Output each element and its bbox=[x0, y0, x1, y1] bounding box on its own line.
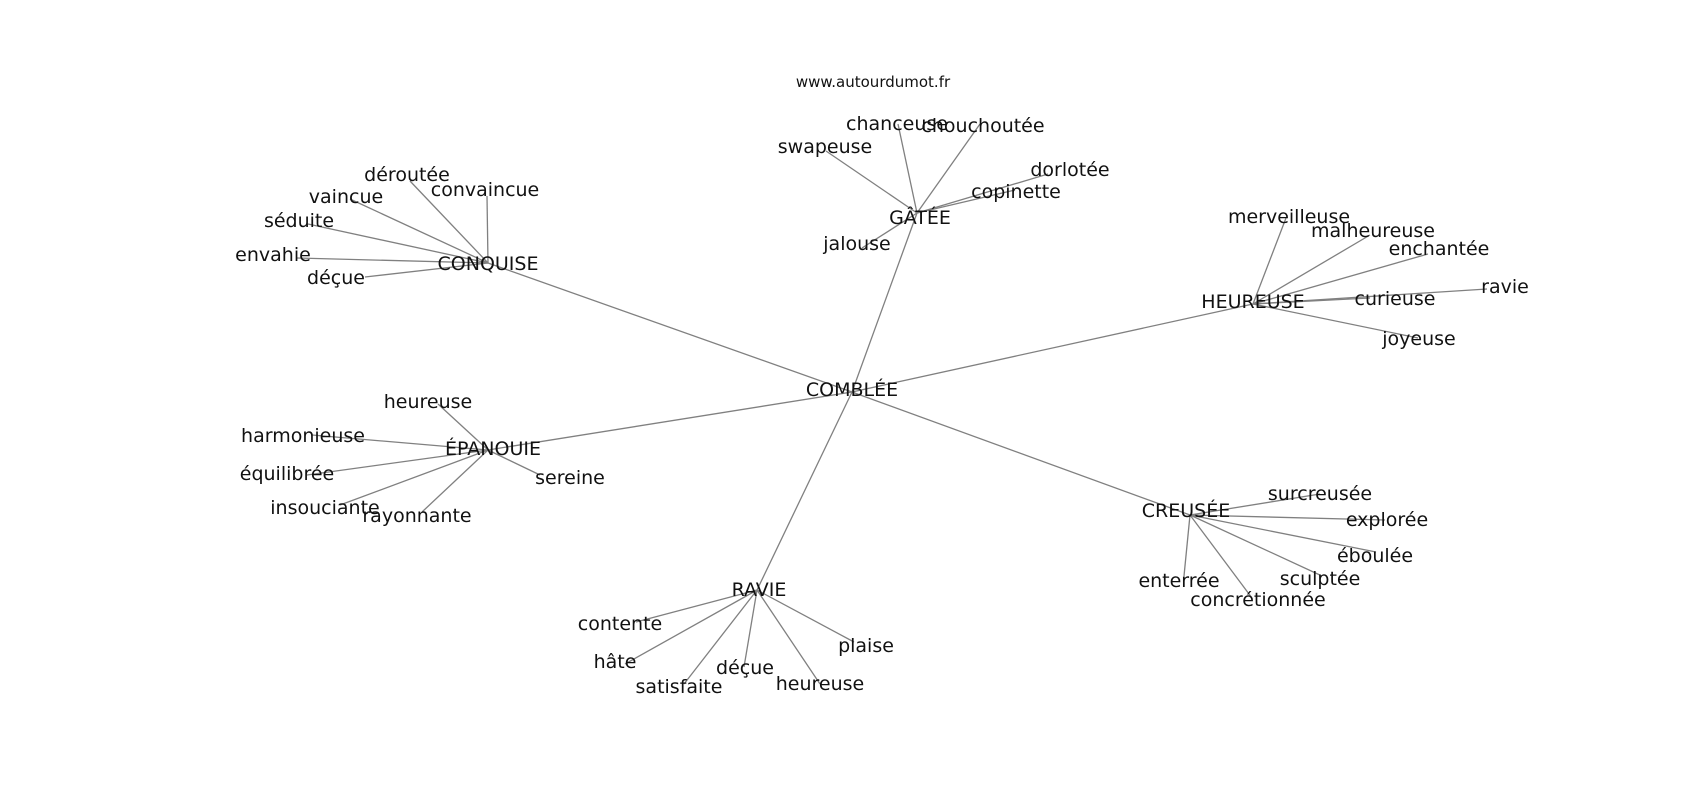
edge-4-3 bbox=[1189, 514, 1323, 577]
leaf-node[interactable]: hâte bbox=[594, 651, 637, 673]
edge-5-0 bbox=[635, 589, 758, 623]
edge-0-3 bbox=[307, 223, 489, 264]
hub-node[interactable]: RAVIE bbox=[732, 579, 787, 601]
leaf-node[interactable]: curieuse bbox=[1355, 288, 1436, 310]
leaf-node[interactable]: concrétionnée bbox=[1190, 589, 1325, 611]
leaf-node[interactable]: convaincue bbox=[431, 179, 540, 201]
leaf-node[interactable]: ravie bbox=[1481, 276, 1529, 298]
leaf-node[interactable]: chanceuse bbox=[846, 113, 948, 135]
edge-center-to-2 bbox=[851, 303, 1254, 393]
leaf-node[interactable]: rayonnante bbox=[362, 505, 471, 527]
edge-4-4 bbox=[1183, 514, 1191, 577]
leaf-node[interactable]: sculptée bbox=[1280, 568, 1361, 590]
leaf-node[interactable]: swapeuse bbox=[778, 136, 872, 158]
hub-node[interactable]: CONQUISE bbox=[438, 253, 539, 275]
leaf-node[interactable]: contente bbox=[578, 613, 662, 635]
leaf-node[interactable]: vaincue bbox=[309, 186, 383, 208]
watermark: www.autourdumot.fr bbox=[796, 73, 951, 91]
edge-center-to-1 bbox=[851, 212, 918, 393]
edge-3-3 bbox=[339, 449, 489, 506]
leaf-node[interactable]: déçue bbox=[307, 267, 365, 289]
leaf-node[interactable]: harmonieuse bbox=[241, 425, 365, 447]
edge-4-2 bbox=[1189, 514, 1377, 553]
edge-0-5 bbox=[364, 262, 489, 278]
edge-3-4 bbox=[421, 449, 489, 513]
leaf-node[interactable]: enterrée bbox=[1138, 570, 1219, 592]
leaf-node[interactable]: heureuse bbox=[776, 673, 865, 695]
edge-3-1 bbox=[311, 434, 489, 451]
edge-0-0 bbox=[409, 180, 489, 264]
leaf-node[interactable]: équilibrée bbox=[240, 463, 334, 485]
edge-5-3 bbox=[743, 589, 758, 668]
leaf-node[interactable]: surcreusée bbox=[1268, 483, 1372, 505]
graph-edges bbox=[296, 123, 1488, 685]
leaf-node[interactable]: déroutée bbox=[364, 164, 450, 186]
edge-2-5 bbox=[1252, 303, 1419, 339]
edge-2-1 bbox=[1252, 234, 1371, 305]
edge-center-to-4 bbox=[851, 391, 1191, 516]
hub-node[interactable]: CREUSÉE bbox=[1142, 499, 1230, 522]
leaf-node[interactable]: séduite bbox=[264, 210, 334, 232]
edge-3-5 bbox=[487, 449, 541, 476]
edge-4-5 bbox=[1189, 514, 1253, 599]
leaf-node[interactable]: éboulée bbox=[1337, 545, 1413, 567]
edge-center-to-5 bbox=[756, 391, 853, 591]
edge-1-2 bbox=[825, 150, 918, 214]
leaf-node[interactable]: enchantée bbox=[1389, 238, 1490, 260]
leaf-node[interactable]: plaise bbox=[838, 635, 894, 657]
edge-2-2 bbox=[1252, 253, 1429, 305]
edge-4-0 bbox=[1189, 493, 1321, 516]
edge-2-4 bbox=[1252, 297, 1371, 305]
edge-0-4 bbox=[296, 257, 489, 264]
leaf-node[interactable]: explorée bbox=[1346, 509, 1428, 531]
leaf-node[interactable]: déçue bbox=[716, 657, 774, 679]
center-node[interactable]: COMBLÉE bbox=[806, 378, 898, 401]
edge-5-4 bbox=[756, 589, 821, 685]
edge-0-1 bbox=[486, 195, 489, 264]
leaf-node[interactable]: malheureuse bbox=[1311, 220, 1435, 242]
edge-center-to-0 bbox=[487, 262, 853, 393]
edge-4-1 bbox=[1189, 514, 1386, 521]
hub-node[interactable]: ÉPANOUIE bbox=[445, 437, 541, 460]
hub-node[interactable]: GÂTÉE bbox=[889, 206, 951, 229]
edge-5-1 bbox=[624, 589, 758, 665]
edge-1-4 bbox=[916, 189, 1016, 214]
edge-1-5 bbox=[861, 212, 918, 249]
edge-1-1 bbox=[916, 123, 981, 214]
leaf-node[interactable]: sereine bbox=[535, 467, 605, 489]
leaf-node[interactable]: copinette bbox=[971, 181, 1061, 203]
leaf-node[interactable]: chouchoutée bbox=[921, 115, 1044, 137]
edge-5-5 bbox=[756, 589, 855, 643]
edge-1-0 bbox=[897, 123, 918, 214]
edge-5-2 bbox=[683, 589, 758, 685]
leaf-node[interactable]: dorlotée bbox=[1030, 159, 1109, 181]
edge-0-2 bbox=[349, 198, 489, 264]
edge-3-0 bbox=[437, 403, 489, 451]
leaf-node[interactable]: joyeuse bbox=[1381, 328, 1455, 350]
leaf-node[interactable]: satisfaite bbox=[636, 676, 723, 698]
leaf-node[interactable]: envahie bbox=[235, 244, 311, 266]
leaf-node[interactable]: heureuse bbox=[384, 391, 473, 413]
edge-1-3 bbox=[916, 173, 1049, 214]
leaf-node[interactable]: jalouse bbox=[822, 233, 890, 255]
edge-center-to-3 bbox=[487, 391, 853, 451]
hub-node[interactable]: HEUREUSE bbox=[1201, 291, 1304, 313]
edge-2-0 bbox=[1252, 217, 1287, 305]
leaf-node[interactable]: insouciante bbox=[270, 497, 379, 519]
leaf-node[interactable]: merveilleuse bbox=[1228, 206, 1350, 228]
edge-3-2 bbox=[306, 449, 489, 476]
